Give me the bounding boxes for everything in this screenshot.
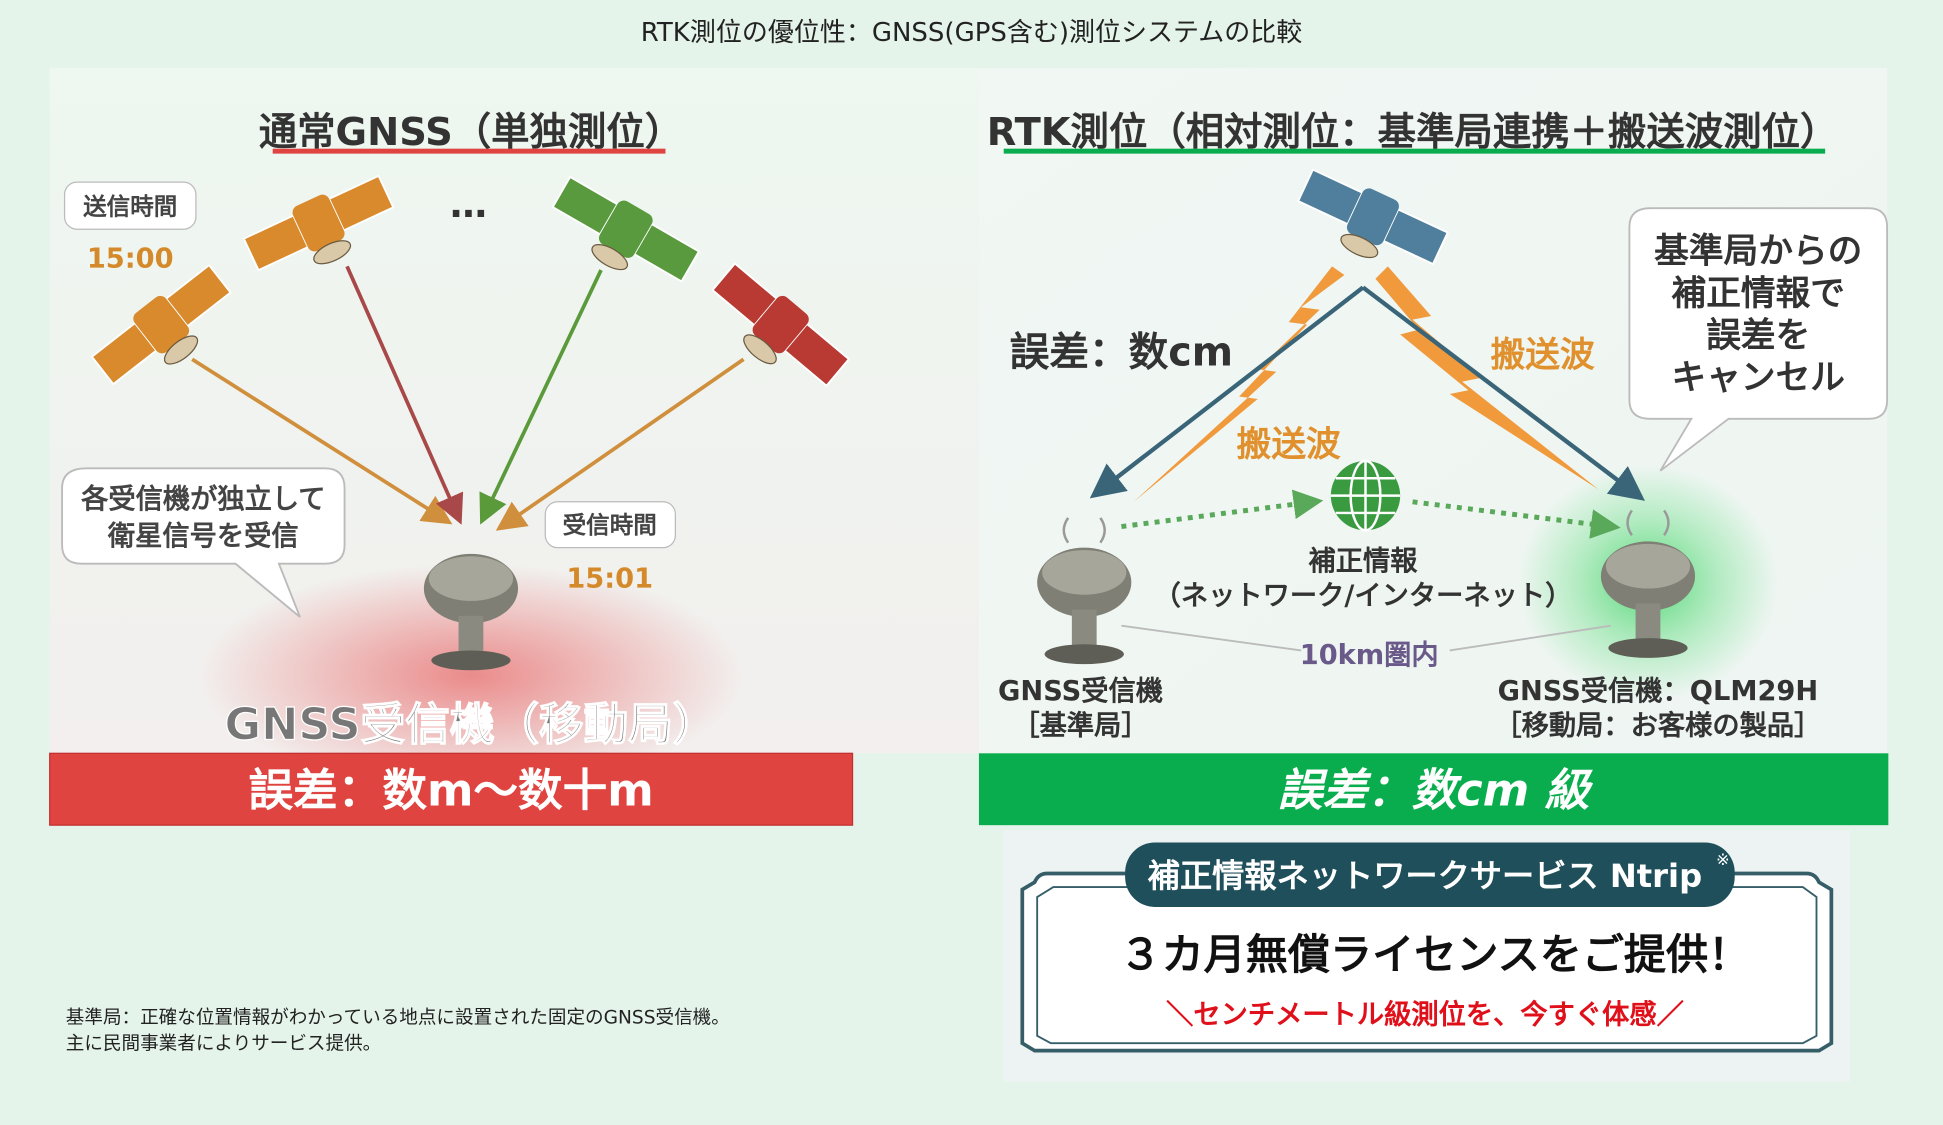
globe-icon	[1330, 459, 1401, 532]
correction-bubble: 基準局からの 補正情報で 誤差を キャンセル	[1628, 207, 1889, 472]
svg-text:キャンセル: キャンセル	[1672, 358, 1845, 398]
promo-headline: ３カ月無償ライセンスをご提供！	[1119, 930, 1750, 979]
standalone-gnss-panel: 通常GNSS（単独測位） 送信時間 15:00 … 各受信機が独立して 衛星信号…	[49, 68, 979, 787]
signal-arrow	[345, 265, 464, 525]
ntrip-footnote-mark: ※	[1716, 850, 1730, 869]
rover-label: GNSS受信機：QLM29H	[1498, 675, 1819, 707]
range-line	[1121, 624, 1302, 652]
rtk-heading: RTK測位（相対測位：基準局連携＋搬送波測位）	[987, 110, 1839, 155]
svg-text:受信時間: 受信時間	[563, 511, 657, 539]
ntrip-promo-banner[interactable]: 補正情報ネットワークサービス Ntrip ※ ３カ月無償ライセンスをご提供！ ＼…	[1003, 830, 1850, 1082]
signal-arrow	[191, 357, 453, 525]
send-time: 15:00	[87, 244, 174, 275]
rtk-heading-underline	[1003, 148, 1826, 154]
signal-arrow	[495, 357, 745, 531]
svg-text:基準局からの: 基準局からの	[1654, 232, 1862, 272]
ntrip-header: 補正情報ネットワークサービス Ntrip	[1148, 857, 1702, 895]
rtk-error-banner: 誤差：数cm 級	[978, 753, 1889, 826]
independent-receive-bubble: 各受信機が独立して 衛星信号を受信	[61, 467, 346, 618]
rtk-error-label: 誤差：数cm	[1010, 330, 1233, 376]
carrier-wave-label: 搬送波	[1237, 425, 1341, 465]
standalone-heading-underline	[272, 148, 666, 154]
svg-text:誤差：数m〜数十m: 誤差：数m〜数十m	[249, 764, 654, 816]
footnote-line: 主に民間事業者によりサービス提供。	[66, 1033, 381, 1054]
ellipsis: …	[450, 183, 487, 226]
range-label: 10km圏内	[1300, 640, 1439, 671]
rover-receiver-label: GNSS受信機（移動局）	[224, 699, 717, 751]
rover-label: ［移動局：お客様の製品］	[1494, 710, 1821, 742]
carrier-wave-bolt	[1133, 266, 1345, 502]
send-time-bubble: 送信時間	[63, 181, 197, 230]
svg-text:誤差：数cm 級: 誤差：数cm 級	[1278, 764, 1594, 816]
signal-arrow	[1089, 285, 1365, 499]
svg-text:補正情報で: 補正情報で	[1672, 274, 1845, 314]
range-line	[1449, 624, 1611, 652]
correction-info-label: 補正情報	[1308, 546, 1419, 577]
rtk-panel: RTK測位（相対測位：基準局連携＋搬送波測位） 誤差：数cm 搬送波 搬送波 基…	[978, 68, 1889, 754]
standalone-heading: 通常GNSS（単独測位）	[259, 110, 683, 155]
page-title: RTK測位の優位性：GNSS(GPS含む)測位システムの比較	[641, 18, 1303, 48]
svg-text:各受信機が独立して: 各受信機が独立して	[80, 483, 325, 515]
signal-arrow	[479, 269, 603, 525]
standalone-error-banner: 誤差：数m〜数十m	[49, 752, 854, 826]
rover-receiver-icon	[1600, 509, 1696, 658]
promo-subline: ＼センチメートル級測位を、今すぐ体感／	[1166, 998, 1684, 1030]
receive-time-bubble: 受信時間	[544, 501, 677, 549]
svg-text:衛星信号を受信: 衛星信号を受信	[107, 520, 299, 552]
base-station-receiver-icon	[1037, 517, 1132, 665]
signal-arrow	[1361, 285, 1645, 501]
network-label: （ネットワーク/インターネット）	[1154, 581, 1573, 612]
carrier-wave-label: 搬送波	[1491, 336, 1595, 376]
base-station-label: GNSS受信機	[998, 675, 1163, 707]
svg-text:送信時間: 送信時間	[83, 192, 177, 220]
base-station-label: ［基準局］	[1012, 710, 1148, 742]
footnote-line: 基準局：正確な位置情報がわかっている地点に設置された固定のGNSS受信機。	[66, 1007, 730, 1028]
carrier-wave-bolt	[1375, 266, 1599, 490]
svg-text:誤差を: 誤差を	[1706, 316, 1810, 356]
receive-time: 15:01	[566, 563, 653, 594]
